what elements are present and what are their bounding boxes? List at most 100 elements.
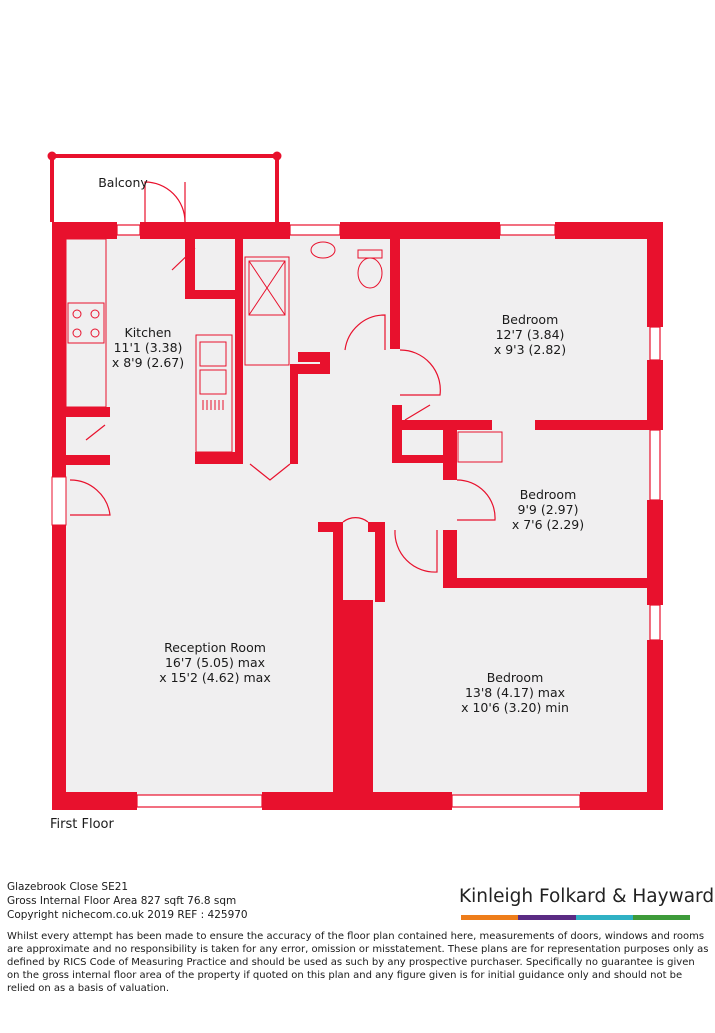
brand-bar <box>575 915 633 920</box>
wall <box>647 360 663 430</box>
wall <box>320 352 330 374</box>
floor-plan <box>47 151 663 810</box>
room-dimension: x 10'6 (3.20) min <box>461 700 569 715</box>
doors <box>69 181 496 573</box>
room-name: Bedroom <box>519 487 577 502</box>
walls <box>52 222 663 810</box>
fixtures <box>65 238 503 463</box>
entrance-doorway <box>51 476 67 526</box>
room-dimension: x 15'2 (4.62) max <box>159 670 271 685</box>
wall <box>66 455 110 465</box>
window <box>649 326 661 361</box>
wall <box>140 222 185 239</box>
room-dimension: 16'7 (5.05) max <box>164 655 266 670</box>
room-dimension: 11'1 (3.38) <box>113 340 183 355</box>
brand-bar <box>632 915 690 920</box>
wall <box>443 578 650 588</box>
wall <box>647 222 663 327</box>
hall-cupboard-door <box>342 517 369 523</box>
rail-post <box>47 151 57 161</box>
balcony-railing <box>47 151 282 222</box>
entrance-door <box>69 479 111 516</box>
room-name: Reception Room <box>164 640 266 655</box>
wall <box>333 600 373 792</box>
wall <box>235 239 243 464</box>
store-door <box>249 463 291 481</box>
hob-ring-icon <box>90 328 100 338</box>
room-label-balcony: Balcony <box>78 175 168 190</box>
room-label-bedroom-3: Bedroom 13'8 (4.17) max x 10'6 (3.20) mi… <box>440 670 590 715</box>
wall <box>195 452 243 464</box>
kitchen-worktop <box>65 238 107 408</box>
wall <box>340 222 500 239</box>
window <box>499 224 556 236</box>
window <box>451 794 581 808</box>
wall <box>52 222 66 477</box>
room-name: Kitchen <box>124 325 172 340</box>
floor-area: Gross Internal Floor Area 827 sqft 76.8 … <box>7 895 237 907</box>
room-dimension: 9'9 (2.97) <box>517 502 579 517</box>
brand-color-bars <box>461 915 690 920</box>
airing-cupboard-door <box>404 404 431 421</box>
cupboard-outline <box>457 431 503 463</box>
wall <box>290 370 298 464</box>
window <box>649 604 661 641</box>
balcony-rail-line <box>50 154 279 222</box>
wall <box>262 792 452 810</box>
copyright: Copyright nichecom.co.uk 2019 REF : 4259… <box>7 909 248 921</box>
bedroom3-door <box>394 529 438 573</box>
hob-ring-icon <box>72 309 82 319</box>
room-label-bedroom-2: Bedroom 9'9 (2.97) x 7'6 (2.29) <box>488 487 608 532</box>
wall <box>185 239 195 299</box>
wall <box>443 430 457 480</box>
washbasin-icon <box>310 241 336 259</box>
disclaimer: Whilst every attempt has been made to en… <box>7 931 709 994</box>
wall <box>185 222 290 239</box>
room-label-reception: Reception Room 16'7 (5.05) max x 15'2 (4… <box>135 640 295 685</box>
room-name: Balcony <box>98 175 148 190</box>
bathroom-door <box>344 314 386 351</box>
wall <box>390 239 400 349</box>
wall <box>318 522 343 532</box>
bath-icon <box>244 256 290 366</box>
agent-brand: Kinleigh Folkard & Hayward <box>459 886 715 907</box>
room-dimension: 13'8 (4.17) max <box>464 685 566 700</box>
wall <box>298 352 330 362</box>
bedroom1-door <box>399 349 441 396</box>
cupboard-door <box>171 247 196 271</box>
meter-door <box>85 424 106 441</box>
address: Glazebrook Close SE21 <box>7 881 129 893</box>
brand-bar <box>461 915 519 920</box>
wall <box>66 407 110 417</box>
wall <box>333 522 343 602</box>
wall <box>52 792 137 810</box>
kitchen-worktop <box>195 334 233 453</box>
room-dimension: 12'7 (3.84) <box>495 327 565 342</box>
wall <box>368 522 385 532</box>
wall <box>555 222 663 239</box>
wall <box>392 420 492 430</box>
bedroom2-door <box>456 479 496 521</box>
room-dimension: x 9'3 (2.82) <box>493 342 567 357</box>
property-info: Glazebrook Close SE21 Gross Internal Flo… <box>7 880 248 922</box>
window <box>116 224 141 236</box>
wall <box>392 455 447 463</box>
room-name: Bedroom <box>486 670 544 685</box>
floor-label: First Floor <box>50 817 114 832</box>
shower-cross-icon <box>248 260 286 316</box>
wall <box>535 420 650 430</box>
wall <box>392 405 402 463</box>
wall <box>647 640 663 810</box>
wall <box>52 525 66 810</box>
wall <box>195 290 235 299</box>
hob-icon <box>67 302 105 344</box>
wall <box>443 530 457 580</box>
wall <box>290 364 330 374</box>
window <box>649 429 661 501</box>
shower-tray-icon <box>248 260 286 316</box>
sink-icon <box>199 369 227 395</box>
wall <box>647 500 663 605</box>
hob-ring-icon <box>72 328 82 338</box>
brand-bar <box>518 915 576 920</box>
drainer-icon <box>202 400 224 410</box>
